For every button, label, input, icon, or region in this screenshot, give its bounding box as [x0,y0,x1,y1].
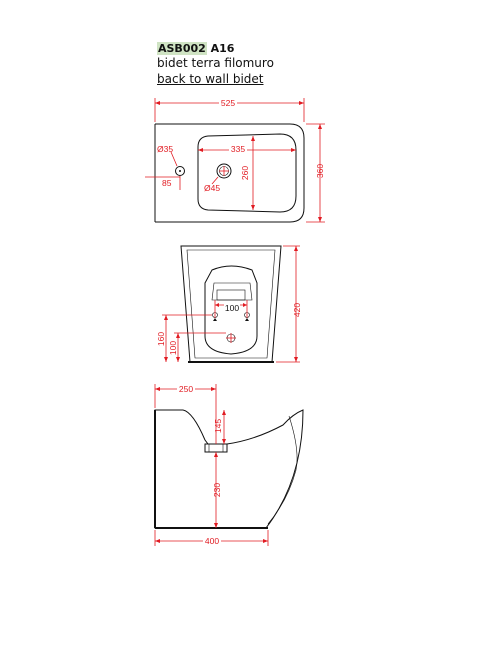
dim-drain-above: 145 [213,419,223,433]
dim-drain-setback: 250 [179,384,193,394]
dim-width: 525 [221,98,235,108]
back-bowl [204,265,258,355]
product-name-en: back to wall bidet [157,72,264,86]
dim-inlet-height: 160 [156,332,166,346]
label-tap-hole: Ø35 [157,144,173,154]
top-outline [155,123,305,223]
dim-side-depth: 400 [205,536,219,546]
top-view: 525 360 335 260 Ø35 85 Ø45 [145,98,325,223]
drain-hole [216,163,232,179]
dim-height: 420 [292,303,302,317]
side-outline [154,409,304,529]
dim-bowl-depth: 260 [240,166,250,180]
product-header: ASB002 A16 bidet terra filomuro back to … [157,42,357,87]
label-drain: Ø45 [204,183,220,193]
model-code: ASB002 [157,42,207,55]
back-view: 100 420 160 100 [156,245,302,363]
side-view: 250 145 230 400 [154,384,304,546]
dim-depth: 360 [315,164,325,178]
side-drain [204,443,228,453]
dim-outlet-height: 100 [168,341,178,355]
variant-code: A16 [210,42,235,55]
dim-drain-height: 230 [212,483,222,497]
tap-hole [175,166,185,176]
dim-bowl-width: 335 [231,144,245,154]
top-bowl [197,133,297,213]
dim-inlet-spacing: 100 [225,303,239,313]
product-name-it: bidet terra filomuro [157,56,274,70]
product-code: ASB002 A16 [157,42,357,55]
dim-tap-offset: 85 [162,178,172,188]
